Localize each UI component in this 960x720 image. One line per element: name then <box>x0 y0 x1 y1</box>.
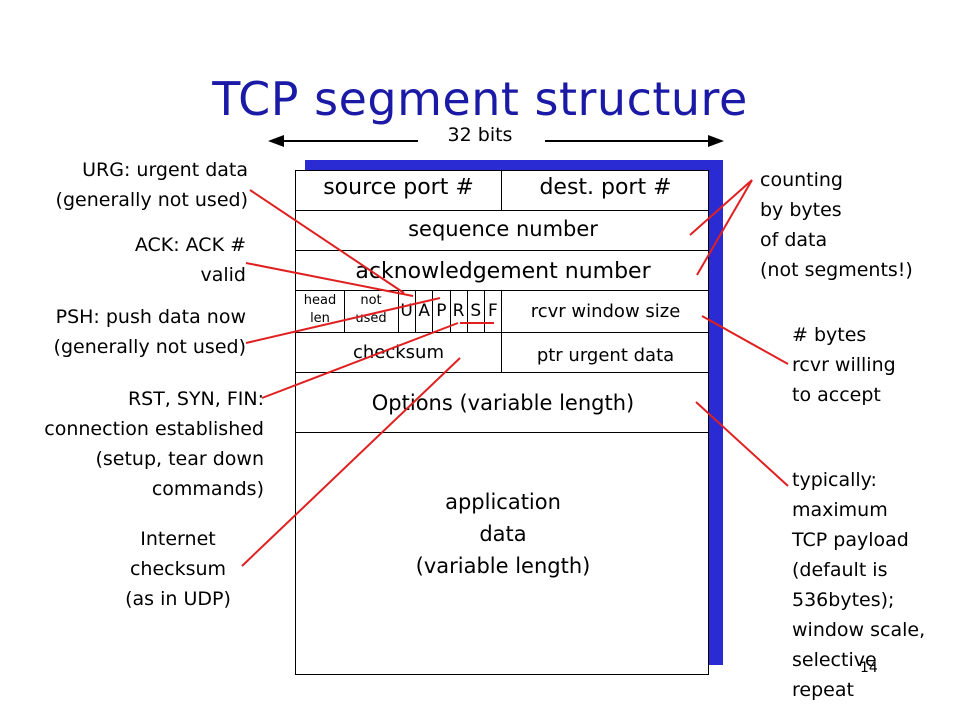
options-field: Options (variable length) <box>371 391 635 415</box>
psh-pointer <box>245 297 441 344</box>
rst-syn-fin-pointer <box>261 322 459 399</box>
rst-syn-fin-note: RST, SYN, FIN:connection established (se… <box>44 388 264 500</box>
options-pointer <box>695 401 789 487</box>
slide-title: TCP segment structure <box>212 72 748 126</box>
counting-pointer-seq <box>689 179 753 236</box>
flag-p: P <box>432 290 449 332</box>
flag-s: S <box>466 290 484 332</box>
options-note: typically:maximum TCP payload(default is… <box>792 469 926 701</box>
flag-a: A <box>415 290 432 332</box>
psh-note: PSH: push data now(generally not used) <box>53 306 246 358</box>
checksum-pointer <box>241 357 461 567</box>
counting-pointer-ack <box>696 179 753 276</box>
sequence-number-field: sequence number <box>408 217 598 241</box>
urgent-pointer-field: ptr urgent data <box>536 345 675 366</box>
checksum-field: checksum <box>352 342 445 363</box>
dest-port-field: dest. port # <box>539 175 672 200</box>
slide-number: 14 <box>860 660 878 676</box>
ack-note: ACK: ACK #valid <box>134 234 246 286</box>
urg-note: URG: urgent data(generally not used) <box>55 159 248 211</box>
rcvr-window-field: rcvr window size <box>530 301 681 322</box>
source-port-field: source port # <box>323 175 474 200</box>
ack-number-field: acknowledgement number <box>355 259 651 284</box>
urg-pointer <box>249 189 405 294</box>
flag-f: F <box>483 290 501 332</box>
ack-pointer <box>245 262 414 297</box>
flag-r: R <box>449 290 467 332</box>
window-pointer <box>701 315 789 365</box>
width-label: 32 bits <box>447 124 513 146</box>
application-data-field: application data (variable length) <box>415 490 591 578</box>
tcp-segment: source port # dest. port # sequence numb… <box>295 170 709 675</box>
